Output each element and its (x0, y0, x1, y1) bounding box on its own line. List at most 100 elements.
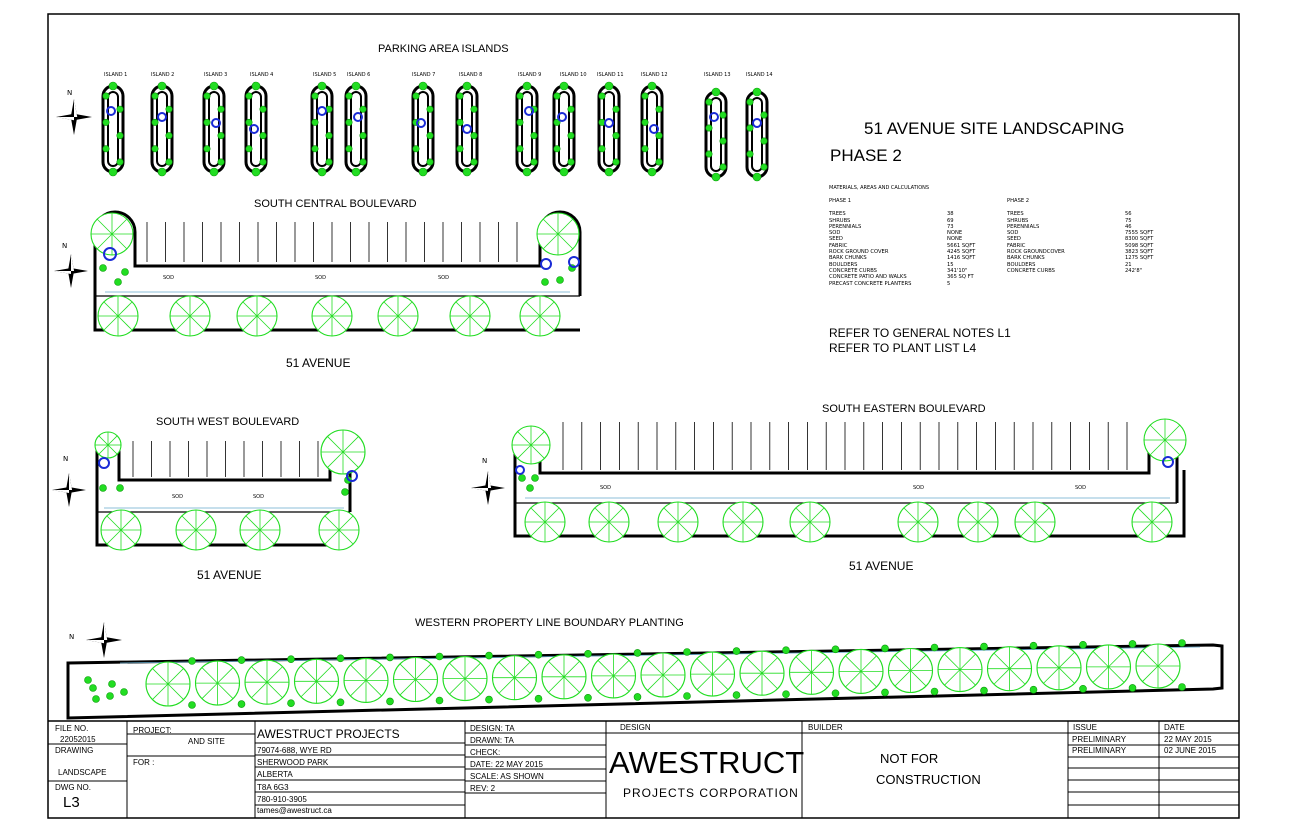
phase1-value: 1416 SQFT (947, 255, 976, 262)
shrub-symbol (311, 92, 319, 100)
shrub-symbol (237, 700, 246, 708)
shrub-symbol (584, 693, 592, 702)
tree-branch (111, 218, 128, 235)
tree-branch (338, 529, 354, 545)
tree-symbol (1014, 501, 1056, 543)
phase1-item: BOULDERS (829, 261, 858, 268)
shrub-symbol (157, 81, 167, 91)
phase2-item: SOD (1007, 230, 1019, 237)
tree-branch (542, 218, 559, 235)
shrub-symbol (531, 474, 539, 482)
tree-branch (167, 683, 184, 700)
shrub-symbol (351, 167, 361, 177)
shrub-symbol (1128, 640, 1137, 648)
boulder-symbol (353, 112, 363, 122)
shrub-symbol (719, 163, 727, 171)
shrub-symbol (251, 167, 261, 177)
tree-branch (1108, 666, 1125, 683)
phase1-item: CONCRETE CURBS (829, 267, 877, 274)
tree-branch (959, 653, 976, 670)
tree-branch (514, 677, 531, 694)
shrub-symbol (209, 81, 219, 91)
shrub-symbol (418, 81, 428, 91)
shrub-symbol (705, 98, 713, 106)
shrub-symbol (526, 484, 534, 492)
shrub-symbol (217, 132, 225, 140)
western-boundary-outline (66, 643, 1224, 720)
shrub-symbol (287, 655, 295, 664)
rev-field: REV: 2 (470, 784, 496, 793)
island-label: ISLAND 9 (518, 72, 542, 78)
tree-symbol (145, 661, 191, 707)
shrub-symbol (106, 692, 114, 700)
shrub-symbol (655, 132, 663, 140)
shrub-symbol (470, 105, 478, 113)
shrub-symbol (89, 684, 97, 692)
parking-islands-title: PARKING AREA ISLANDS (378, 43, 509, 55)
tree-branch (1034, 521, 1050, 537)
boulder-symbol (103, 247, 117, 261)
shrub-symbol (426, 105, 434, 113)
north-arrow-icon (52, 473, 86, 507)
tree-symbol (722, 501, 764, 543)
boulder-symbol (524, 106, 534, 116)
tree-branch (963, 507, 979, 523)
phase1-value: 69 (947, 217, 954, 224)
shrub-symbol (516, 145, 524, 153)
shrub-symbol (719, 137, 727, 145)
island-inner (107, 91, 119, 167)
shrub-symbol (116, 484, 124, 492)
tree-branch (327, 451, 344, 468)
tree-branch (663, 507, 679, 523)
tree-branch (647, 674, 664, 691)
tree-symbol (311, 295, 353, 337)
boulder-symbol (1162, 456, 1174, 468)
phase1-value: 38 (947, 211, 954, 218)
island-inner (646, 91, 658, 167)
phase1-label: PHASE 1 (829, 198, 852, 204)
shrub-symbol (386, 653, 394, 662)
tree-branch (1020, 507, 1036, 523)
tree-symbol (1131, 501, 1173, 543)
tree-branch (845, 655, 862, 672)
north-arrow-icon (471, 471, 505, 505)
address-line-3: ALBERTA (257, 770, 293, 779)
island-inner (316, 91, 328, 167)
sod-label: SOD (163, 275, 174, 281)
tree-branch (1149, 424, 1166, 441)
shrub-symbol (336, 654, 345, 663)
tree-branch (860, 671, 877, 688)
tree-branch (613, 675, 630, 692)
shrub-symbol (683, 692, 691, 700)
tree-branch (903, 507, 919, 523)
south-west-avenue: 51 AVENUE (197, 568, 262, 582)
shrub-symbol (705, 124, 713, 132)
shrub-symbol (386, 697, 394, 706)
tree-branch (712, 658, 729, 675)
tree-branch (498, 661, 515, 678)
shrub-symbol (336, 698, 345, 707)
tree-symbol (937, 647, 983, 693)
north-arrows (52, 99, 505, 658)
phase2-value: 5098 SQFT (1125, 242, 1154, 249)
tree-branch (189, 315, 205, 331)
shrub-symbol (237, 656, 246, 664)
address-line-4: T8A 6G3 (257, 783, 289, 792)
south-central-title: SOUTH CENTRAL BOULEVARD (254, 198, 417, 210)
tree-branch (608, 521, 624, 537)
tree-symbol (1143, 418, 1187, 462)
tree-branch (1009, 652, 1026, 669)
tree-branch (1157, 650, 1174, 667)
western-title: WESTERN PROPERTY LINE BOUNDARY PLANTING (415, 617, 684, 629)
phase2-item: BOULDERS (1007, 261, 1036, 268)
tree-branch (530, 507, 546, 523)
shrub-symbol (325, 132, 333, 140)
tree-symbol (957, 501, 999, 543)
south-eastern-curb (513, 430, 1179, 503)
tree-symbol (491, 655, 538, 701)
boulder-symbol (157, 112, 167, 122)
